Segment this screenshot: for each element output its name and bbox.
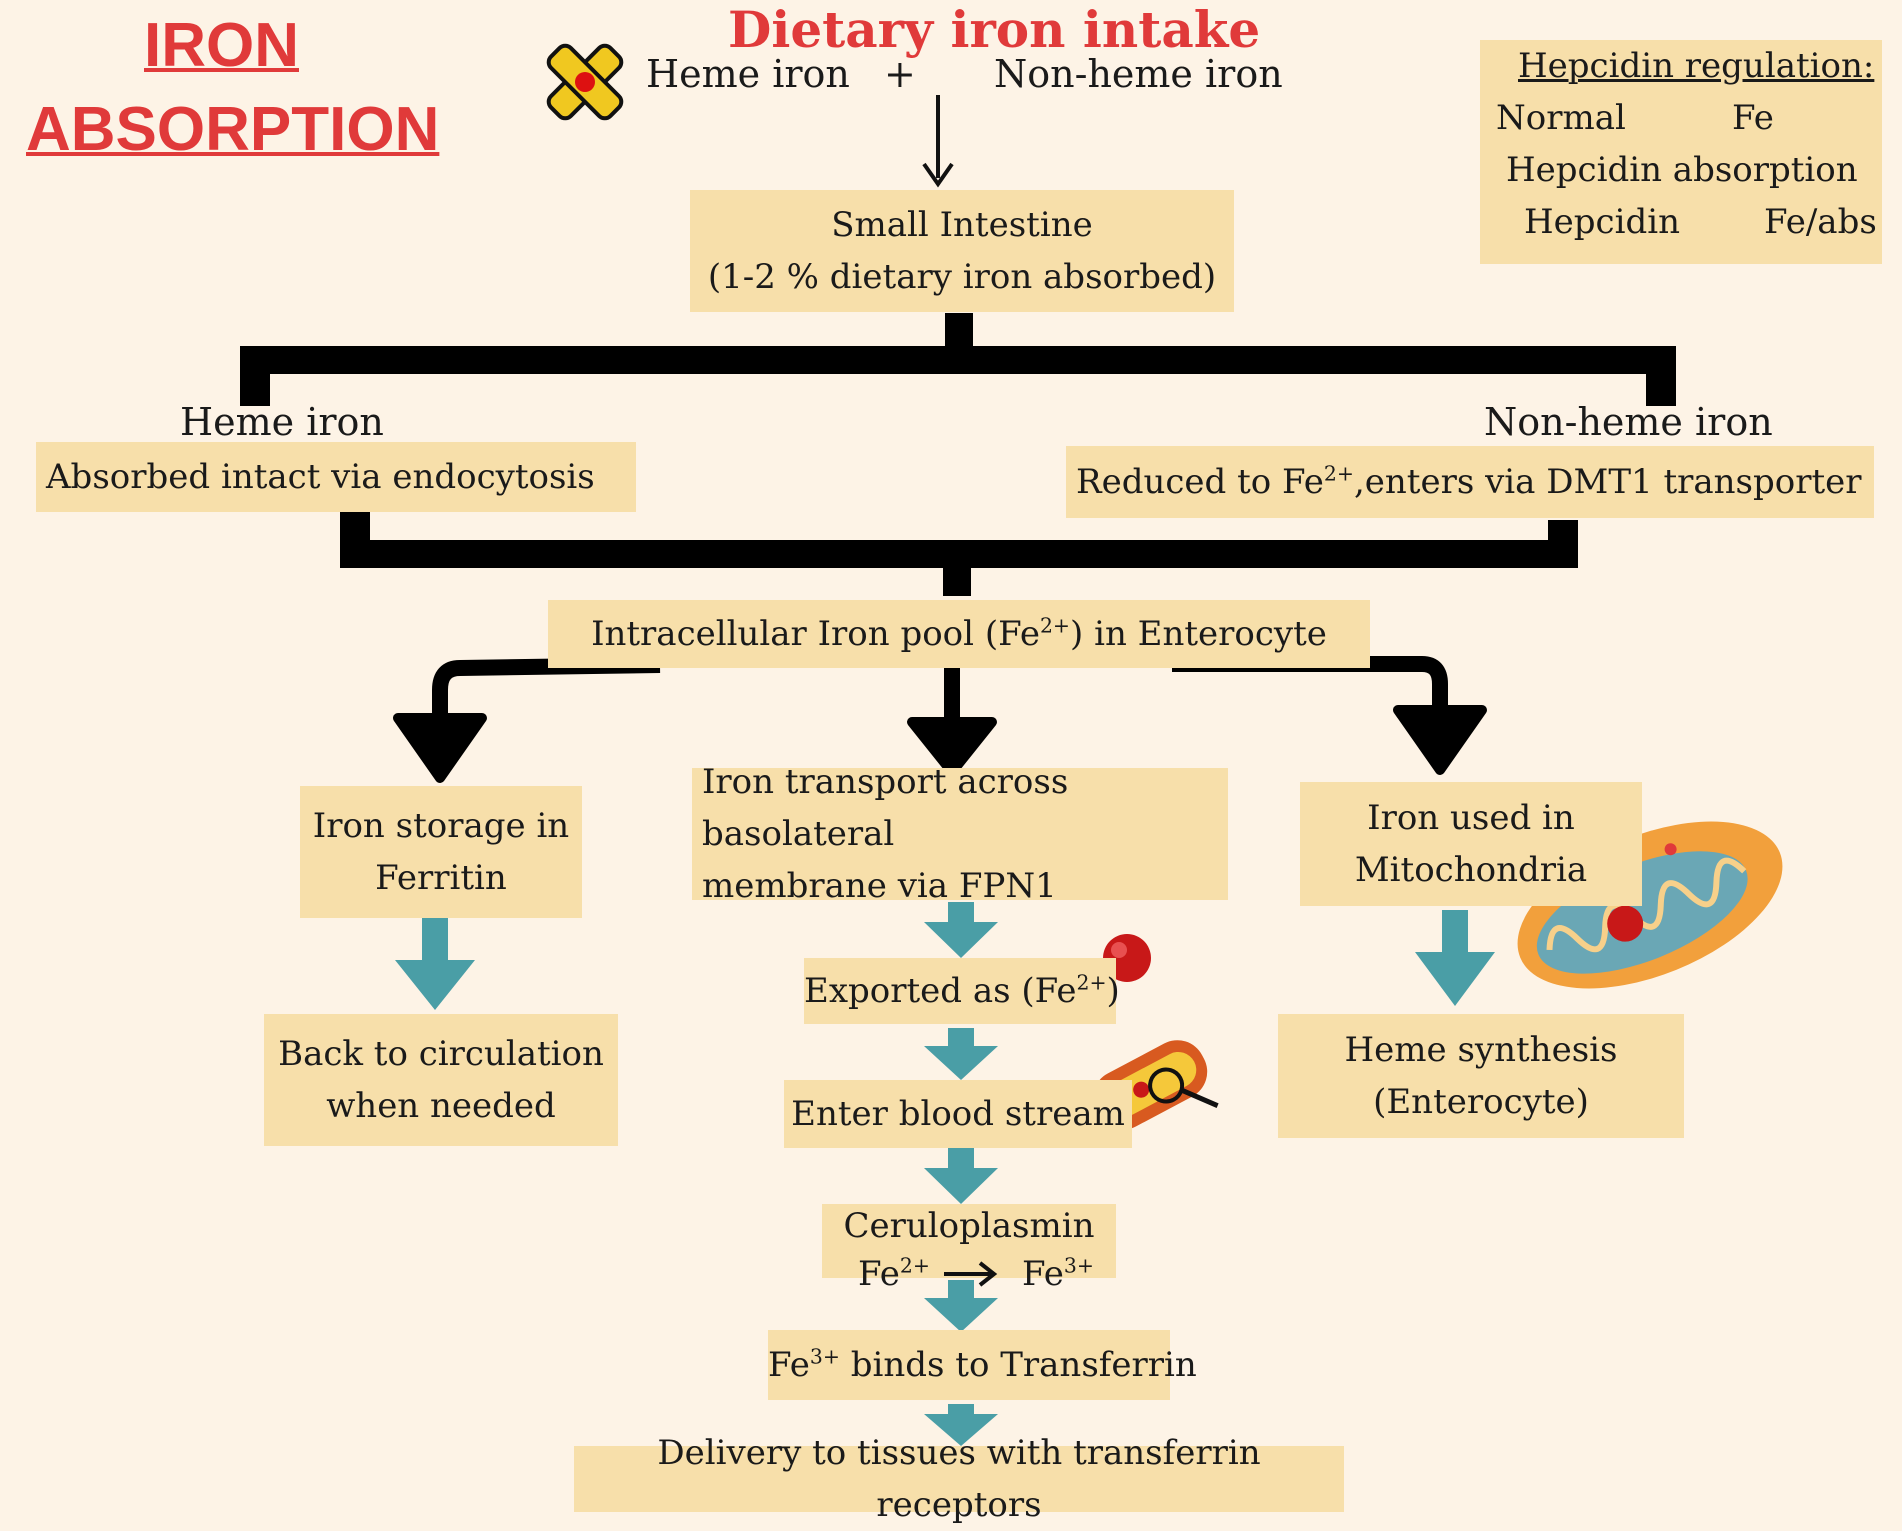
teal-arrow-storage (395, 918, 475, 1010)
ceruloplasmin-label: Ceruloplasmin (843, 1206, 1095, 1246)
teal-arrow-4 (924, 1280, 998, 1332)
heme-synthesis-line1: Heme synthesis (1344, 1030, 1618, 1070)
ceruloplasmin-box: Ceruloplasmin (822, 1204, 1116, 1278)
small-intestine-line2: (1-2 % dietary iron absorbed) (707, 257, 1217, 297)
merge-bracket (340, 512, 1578, 596)
hepcidin-row1-fe: Fe (1732, 98, 1774, 138)
heme-synthesis-box: Heme synthesis (Enterocyte) (1278, 1014, 1684, 1138)
small-intestine-box: Small Intestine (1-2 % dietary iron abso… (690, 190, 1234, 312)
delivery-text: Delivery to tissues with transferrin rec… (657, 1433, 1261, 1525)
delivery-box: Delivery to tissues with transferrin rec… (574, 1433, 1344, 1525)
transport-line1: Iron transport across basolateral (702, 762, 1069, 854)
mito-line2: Mitochondria (1354, 850, 1588, 890)
intake-nonheme: Non-heme iron (994, 52, 1283, 96)
pool-text-a: Intracellular Iron pool (Fe (591, 614, 1040, 654)
branch-arrow-transport (907, 668, 997, 777)
circulation-line1: Back to circulation (278, 1034, 604, 1074)
nonheme-text-a: Reduced to Fe (1076, 462, 1324, 502)
iron-cross-icon (546, 43, 624, 121)
branch-arrow-mito (1172, 656, 1487, 775)
mito-box: Iron used in Mitochondria (1300, 782, 1642, 906)
title-line2: ABSORPTION (26, 95, 440, 164)
blood-text: Enter blood stream (791, 1094, 1125, 1134)
hepcidin-box: Hepcidin regulation: Normal Fe Hepcidin … (1480, 40, 1882, 264)
teal-arrow-mito (1415, 910, 1495, 1006)
intake-heading: Dietary iron intake (728, 0, 1261, 59)
hepcidin-heading: Hepcidin regulation: (1518, 46, 1875, 86)
title-line1: IRON (144, 11, 299, 80)
branch-arrow-storage (393, 657, 661, 783)
exported-sup: 2+ (1076, 970, 1107, 995)
circulation-box: Back to circulation when needed (264, 1014, 618, 1146)
circulation-line2: when needed (326, 1086, 556, 1126)
mito-line1: Iron used in (1367, 798, 1575, 838)
small-intestine-line1: Small Intestine (831, 205, 1093, 245)
storage-line2: Ferritin (375, 858, 507, 898)
pool-text-b: ) in Enterocyte (1070, 614, 1327, 654)
nonheme-sup: 2+ (1323, 461, 1354, 486)
nonheme-text-b: ,enters via DMT1 transporter (1353, 462, 1862, 502)
hepcidin-row1-label: Normal (1496, 98, 1626, 138)
hepcidin-row2: Hepcidin absorption (1506, 150, 1858, 190)
transferrin-box: Fe3+ binds to Transferrin (768, 1330, 1197, 1400)
split-bracket (240, 313, 1676, 406)
transferrin-sup: 3+ (809, 1344, 840, 1369)
iron-pool-box: Intracellular Iron pool (Fe2+) in Entero… (548, 600, 1370, 668)
teal-arrow-1 (924, 902, 998, 958)
nonheme-branch-box: Reduced to Fe2+,enters via DMT1 transpor… (1066, 446, 1874, 518)
exported-box: Exported as (Fe2+) (804, 958, 1120, 1024)
nonheme-branch-heading: Non-heme iron (1484, 400, 1773, 444)
blood-box: Enter blood stream (784, 1080, 1132, 1148)
hepcidin-row3-fe: Fe/abs (1764, 202, 1877, 242)
intake-plus: + (884, 52, 916, 96)
cerulo-fe2-text: Fe (858, 1254, 900, 1294)
cerulo-fe2-sup: 2+ (899, 1253, 930, 1278)
heme-branch-text: Absorbed intact via endocytosis (46, 457, 595, 497)
cerulo-fe2: Fe2+ (858, 1254, 930, 1294)
teal-arrow-3 (924, 1148, 998, 1204)
teal-arrows (395, 902, 1495, 1446)
exported-text-b: ) (1106, 971, 1120, 1011)
cerulo-fe3: Fe3+ (1022, 1254, 1094, 1294)
heme-branch-box: Absorbed intact via endocytosis (36, 442, 636, 512)
pool-sup: 2+ (1039, 613, 1071, 638)
transferrin-text: binds to Transferrin (839, 1345, 1197, 1385)
intake-arrow (922, 95, 954, 188)
transport-line2: membrane via FPN1 (702, 866, 1057, 906)
hepcidin-row3-label: Hepcidin (1524, 202, 1680, 242)
teal-arrow-5 (924, 1404, 998, 1446)
teal-arrow-2 (924, 1028, 998, 1080)
transferrin-fe: Fe (768, 1345, 810, 1385)
heme-branch-heading: Heme iron (180, 400, 384, 444)
exported-text-a: Exported as (Fe (804, 971, 1077, 1011)
cerulo-fe3-text: Fe (1022, 1254, 1064, 1294)
intake-heme: Heme iron (646, 52, 850, 96)
heme-synthesis-line2: (Enterocyte) (1373, 1082, 1589, 1122)
storage-box: Iron storage in Ferritin (300, 786, 582, 918)
cerulo-fe3-sup: 3+ (1063, 1253, 1094, 1278)
storage-line1: Iron storage in (312, 806, 570, 846)
transport-box: Iron transport across basolateral membra… (692, 762, 1228, 906)
